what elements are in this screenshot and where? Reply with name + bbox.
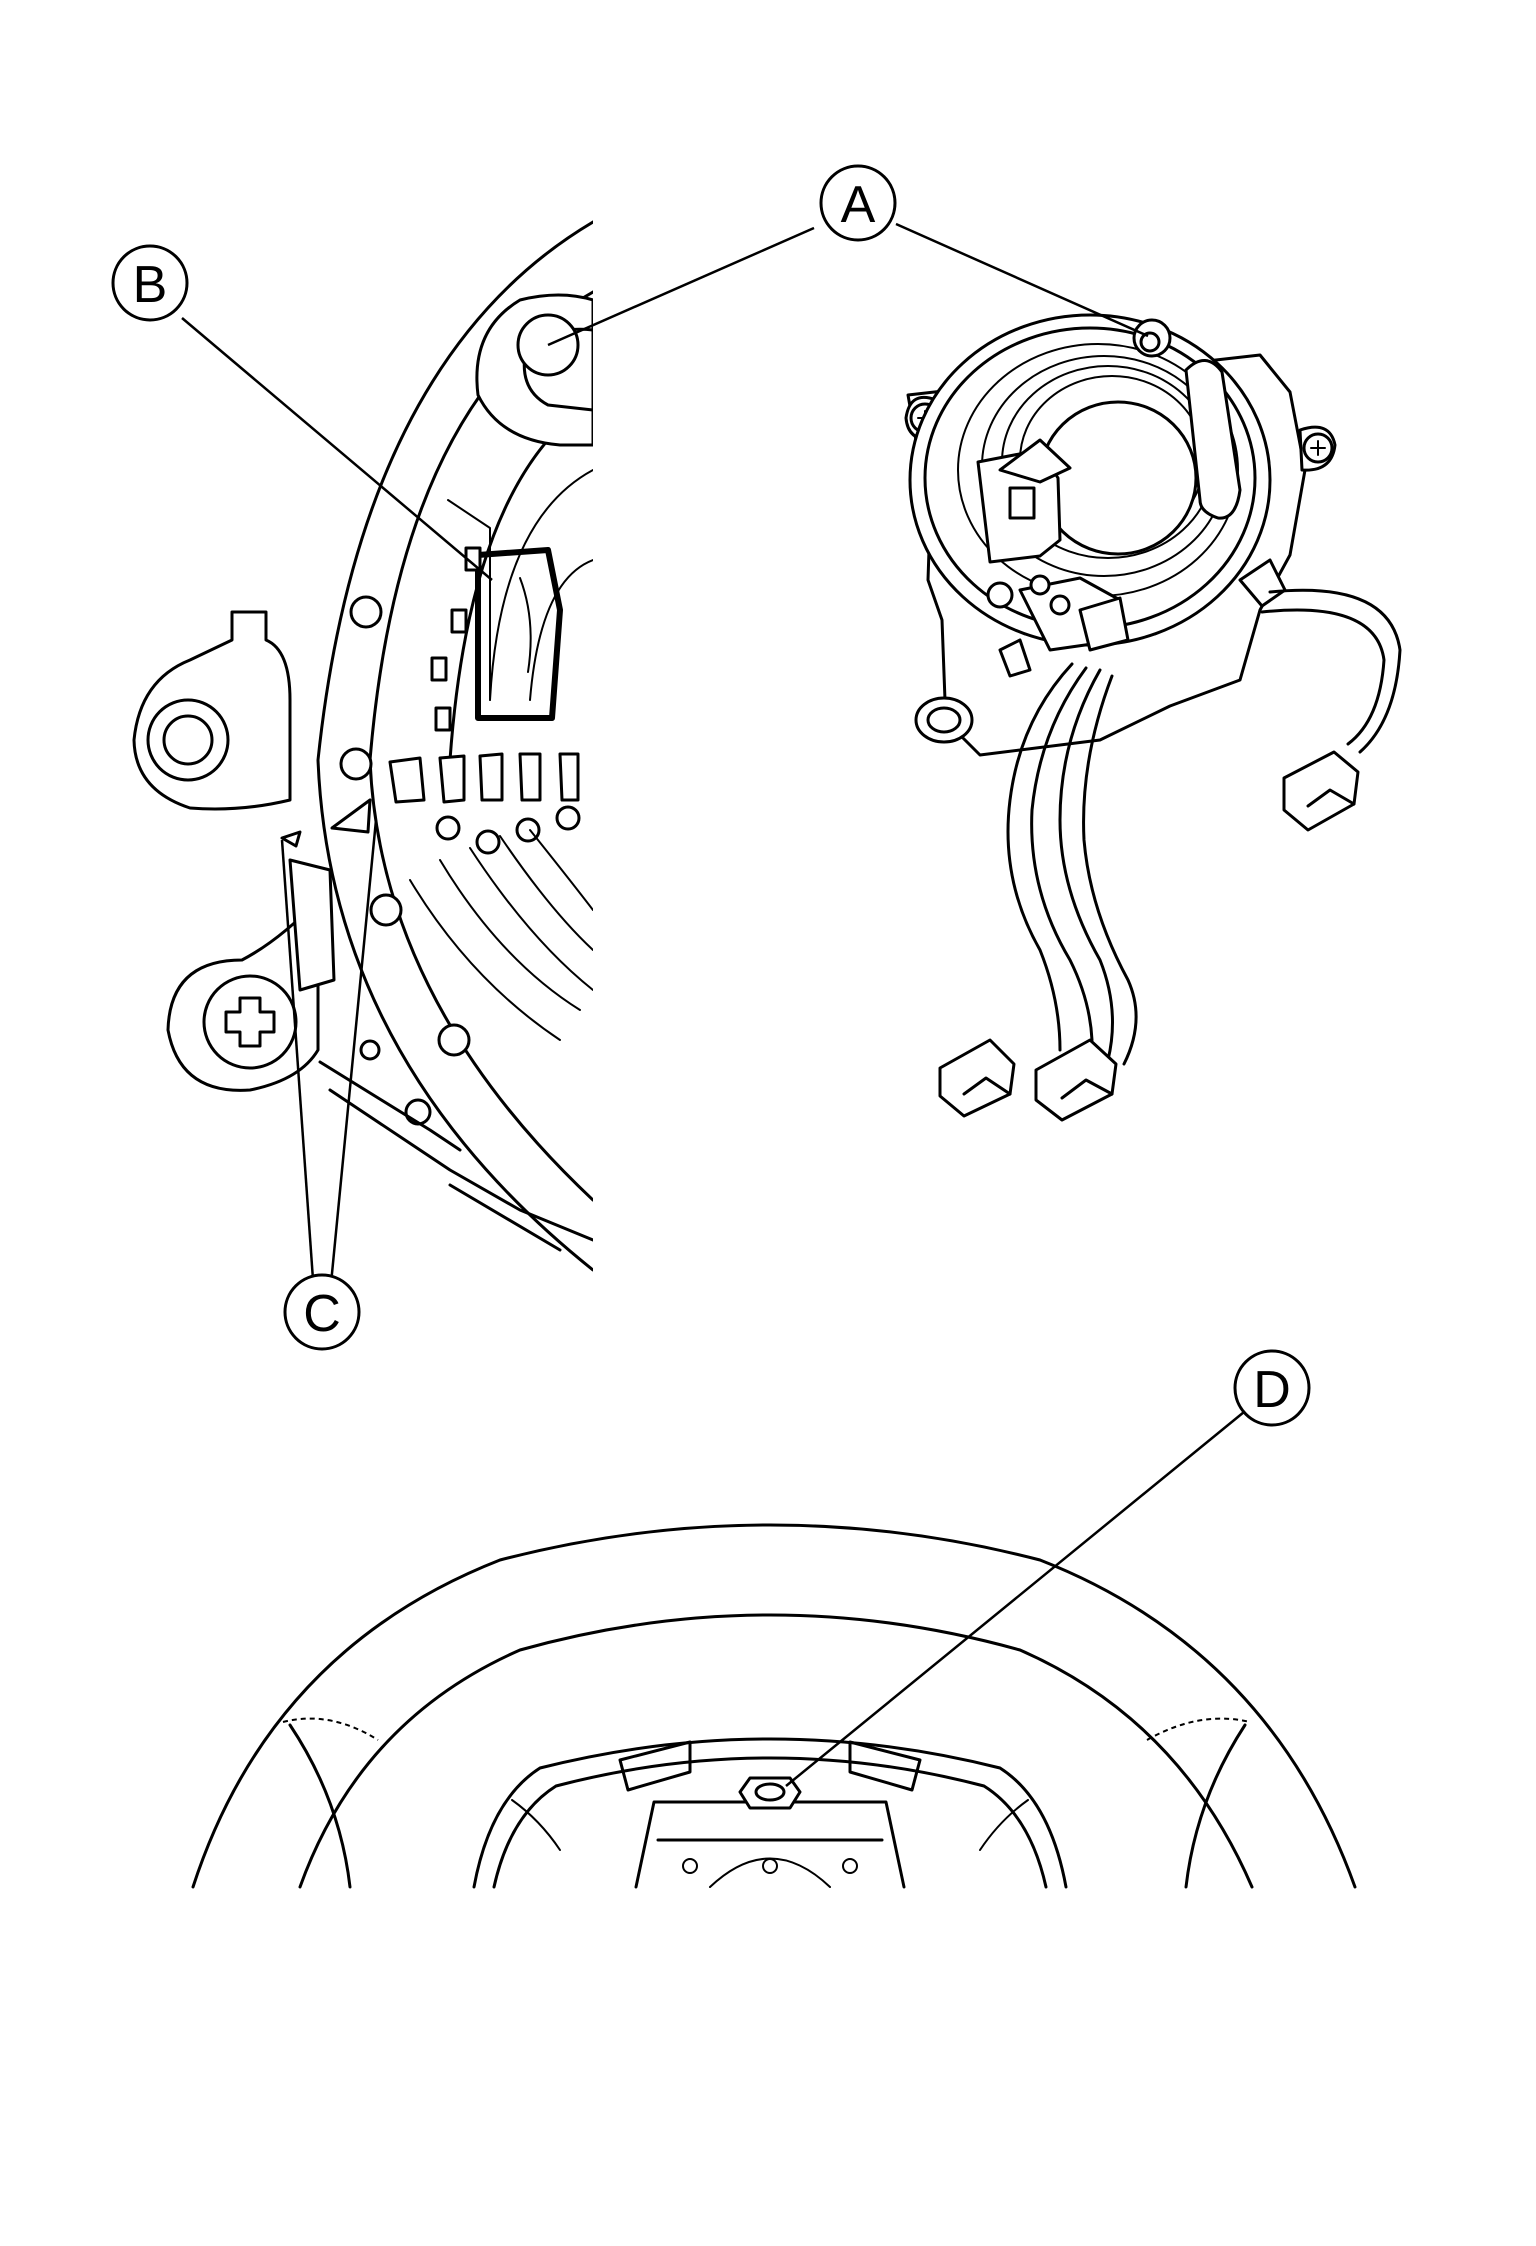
callout-d: D [1233,1349,1311,1427]
harness-connector-right [1282,750,1360,832]
spiral-cable-hex-nut [738,1776,802,1810]
locking-clips [280,798,372,992]
screw-tab [166,898,320,1092]
wire-harness [1006,588,1402,1066]
leader-lines [181,222,1245,1787]
locating-pin [475,293,593,447]
mounting-tab-left [132,610,292,811]
spiral-cable-assembly [904,313,1402,1122]
callout-c-label: C [303,1285,341,1343]
mounting-lug-right [1298,425,1337,472]
harness-connector-middle [1034,1038,1118,1122]
callout-b: B [111,244,189,322]
callout-d-label: D [1253,1361,1291,1419]
connector-pads [388,752,580,804]
steering-wheel-hub [472,1737,1068,1889]
alignment-mark-window [475,547,563,721]
spiral-cable-detail-view [132,220,593,1272]
callout-b-label: B [133,256,168,314]
callout-c: C [283,1273,361,1351]
harness-connector-left [938,1038,1016,1118]
callout-a: A [819,164,897,242]
callout-a-label: A [841,176,876,234]
steering-wheel-view [191,1523,1357,1889]
